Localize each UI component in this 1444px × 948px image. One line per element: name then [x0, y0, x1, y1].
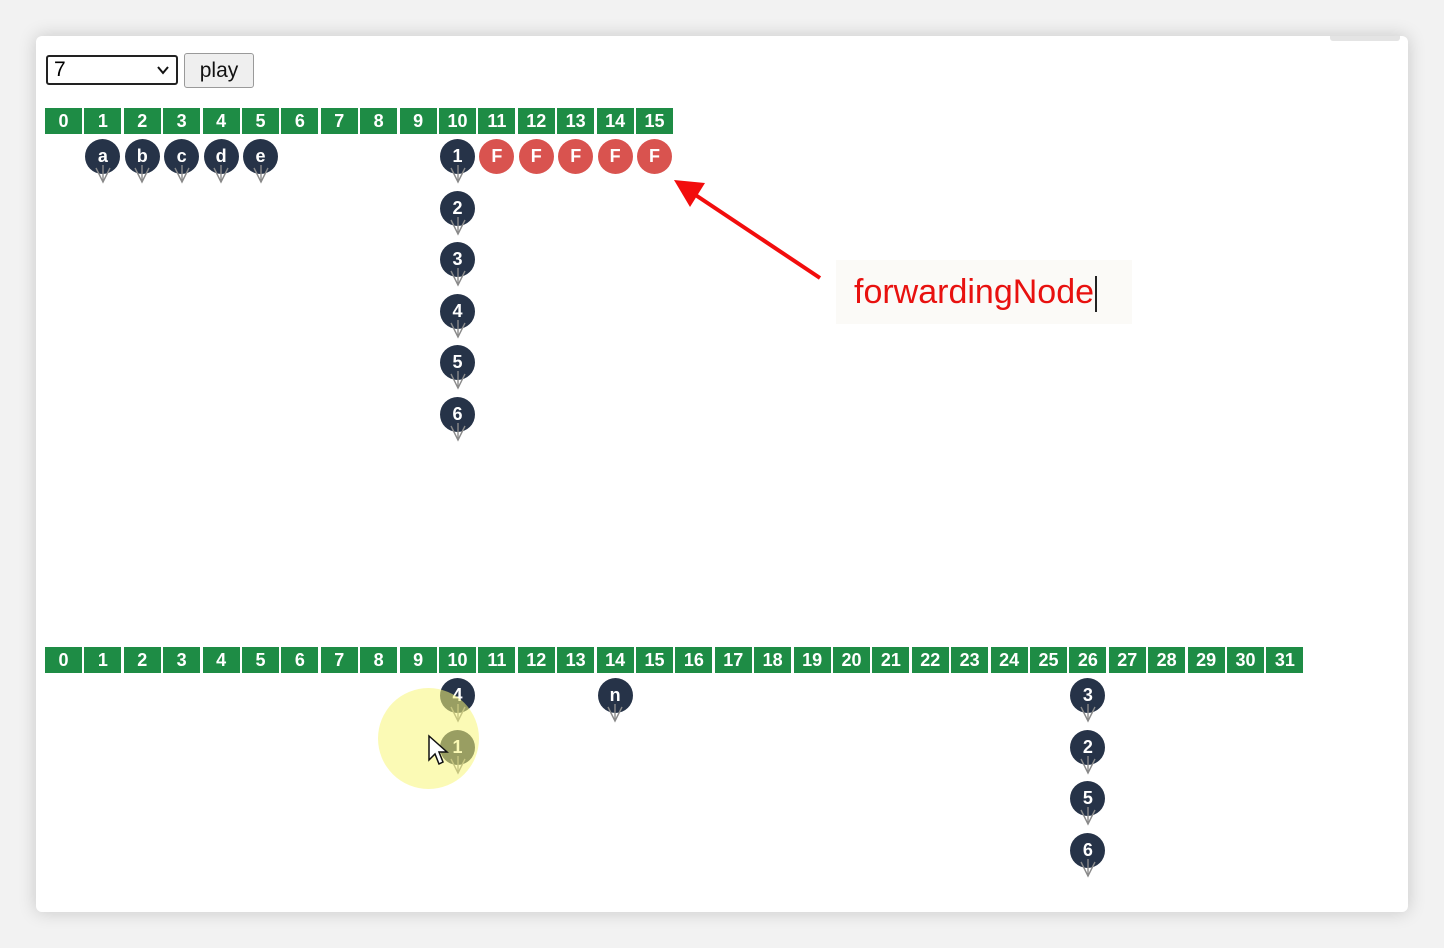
- pointer-arrow-icon: [252, 165, 269, 184]
- play-button[interactable]: play: [184, 53, 254, 88]
- bucket-index-cell: 7: [320, 647, 358, 673]
- bucket-index-cell: 0: [45, 647, 82, 673]
- bucket-index-cell: 15: [636, 647, 673, 673]
- bucket-index-cell: 11: [478, 108, 516, 134]
- bucket-index-cell: 5: [242, 108, 279, 134]
- pointer-arrow-icon: [449, 423, 466, 442]
- bucket-index-cell: 2: [123, 108, 161, 134]
- bucket-index-cell: 22: [911, 647, 949, 673]
- bucket-index-cell: 11: [478, 647, 516, 673]
- bucket-index-cell: 5: [242, 647, 279, 673]
- pointer-arrow-icon: [449, 268, 466, 287]
- bucket-index-cell: 3: [163, 647, 201, 673]
- annotation-text: forwardingNode: [854, 273, 1095, 311]
- bucket-index-cell: 17: [714, 647, 752, 673]
- size-select-value: 7: [54, 58, 66, 81]
- bucket-index-cell: 12: [517, 108, 555, 134]
- bucket-index-cell: 24: [990, 647, 1028, 673]
- bucket-index-cell: 10: [439, 108, 476, 134]
- bucket-index-cell: 12: [517, 647, 555, 673]
- bucket-index-cell: 19: [793, 647, 831, 673]
- pointer-arrow-icon: [449, 216, 466, 236]
- pointer-arrow-icon: [449, 319, 466, 339]
- forwarding-node: F: [597, 139, 633, 174]
- bucket-index-cell: 4: [202, 108, 240, 134]
- bucket-index-cell: 23: [951, 647, 989, 673]
- mouse-cursor-icon: [428, 734, 449, 766]
- bucket-index-cell: 21: [872, 647, 910, 673]
- pointer-arrow-icon: [1080, 807, 1096, 826]
- pointer-arrow-icon: [1080, 755, 1096, 775]
- bucket-index-cell: 4: [202, 647, 240, 673]
- bucket-index-cell: 14: [596, 647, 634, 673]
- bucket-index-cell: 15: [636, 108, 673, 134]
- bucket-index-cell: 18: [754, 647, 792, 673]
- chevron-down-icon: [157, 66, 169, 75]
- bucket-index-cell: 13: [557, 108, 595, 134]
- bucket-index-cell: 29: [1187, 647, 1225, 673]
- pointer-arrow-icon: [1080, 858, 1096, 878]
- forwarding-node: F: [479, 139, 515, 174]
- text-caret: [1095, 276, 1098, 313]
- bucket-index-cell: 16: [675, 647, 713, 673]
- bucket-index-cell: 8: [360, 108, 398, 134]
- bucket-index-cell: 1: [84, 108, 122, 134]
- bucket-index-cell: 7: [320, 108, 358, 134]
- pointer-arrow-icon: [213, 165, 229, 184]
- bucket-index-cell: 0: [45, 108, 82, 134]
- pointer-arrow-icon: [95, 165, 111, 184]
- bucket-index-cell: 26: [1069, 647, 1107, 673]
- bucket-index-cell: 6: [281, 647, 319, 673]
- bucket-index-cell: 20: [833, 647, 870, 673]
- bucket-index-cell: 27: [1108, 647, 1146, 673]
- size-select[interactable]: 7: [46, 55, 178, 85]
- bucket-index-cell: 25: [1030, 647, 1067, 673]
- forwarding-node: F: [637, 139, 672, 174]
- pointer-arrow-icon: [449, 165, 466, 184]
- bucket-index-cell: 8: [360, 647, 398, 673]
- bucket-index-cell: 3: [163, 108, 201, 134]
- pointer-arrow-icon: [607, 704, 623, 723]
- bucket-index-cell: 14: [596, 108, 634, 134]
- bucket-index-cell: 2: [123, 647, 161, 673]
- bucket-index-cell: 1: [84, 647, 122, 673]
- forwarding-node: F: [558, 139, 594, 174]
- bucket-index-cell: 6: [281, 108, 319, 134]
- window-tab-strip: [1330, 36, 1400, 41]
- bucket-index-cell: 31: [1266, 647, 1304, 673]
- bucket-index-cell: 9: [399, 647, 437, 673]
- bucket-index-cell: 9: [399, 108, 437, 134]
- list-node: 5: [440, 345, 475, 381]
- pointer-arrow-icon: [1080, 704, 1096, 723]
- pointer-arrow-icon: [134, 165, 150, 184]
- app-window: [36, 36, 1408, 912]
- pointer-arrow-icon: [174, 165, 190, 184]
- pointer-arrow-icon: [449, 371, 466, 390]
- bucket-index-cell: 13: [557, 647, 595, 673]
- annotation-textbox[interactable]: forwardingNode: [836, 260, 1132, 324]
- bucket-index-cell: 10: [439, 647, 476, 673]
- bucket-index-cell: 28: [1148, 647, 1186, 673]
- forwarding-node: F: [518, 139, 554, 174]
- bucket-index-cell: 30: [1227, 647, 1264, 673]
